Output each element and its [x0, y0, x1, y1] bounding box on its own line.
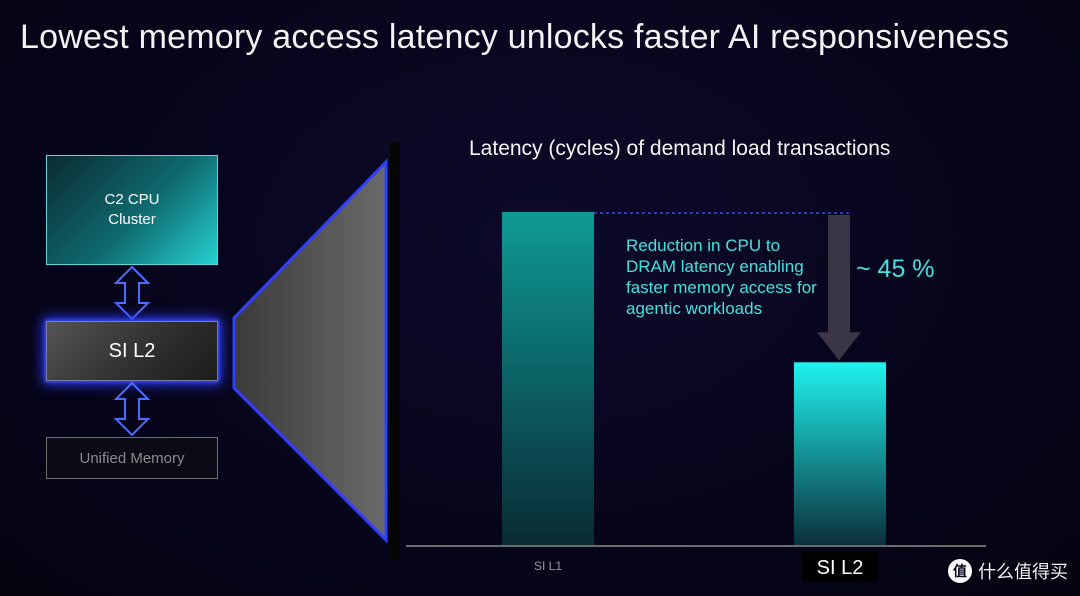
unified-memory-label: Unified Memory	[79, 449, 185, 467]
bidirectional-arrow-icon	[113, 265, 151, 321]
cpu-cluster-label-line1: C2 CPU	[104, 191, 160, 208]
x-tick-label-background	[802, 552, 878, 582]
x-tick-label-si-l2: SI L2	[817, 557, 864, 579]
bar-si-l1	[502, 212, 594, 546]
reduction-annotation: Reduction in CPU to DRAM latency enablin…	[626, 236, 817, 318]
cpu-cluster-box: C2 CPU Cluster	[46, 155, 218, 265]
reduction-percent-label: ~ 45 %	[856, 255, 935, 283]
latency-bar-chart: SI L1 SI L2	[406, 212, 986, 582]
chart-title: Latency (cycles) of demand load transact…	[469, 137, 891, 160]
bar-si-l2	[794, 362, 886, 546]
si-l2-label: SI L2	[108, 339, 156, 362]
bidirectional-arrow-icon	[113, 381, 151, 437]
unified-memory-box: Unified Memory	[46, 437, 218, 479]
slide-title: Lowest memory access latency unlocks fas…	[20, 18, 1010, 56]
cpu-cluster-label-line2: Cluster	[108, 211, 156, 228]
zoom-projection	[232, 142, 400, 560]
si-l2-box: SI L2	[46, 321, 218, 381]
watermark: 值 什么值得买	[948, 558, 1068, 584]
watermark-text: 什么值得买	[978, 562, 1068, 582]
watermark-logo-icon: 值	[948, 559, 972, 583]
x-tick-label-si-l1: SI L1	[534, 559, 562, 573]
reduction-arrow-icon	[817, 215, 861, 361]
